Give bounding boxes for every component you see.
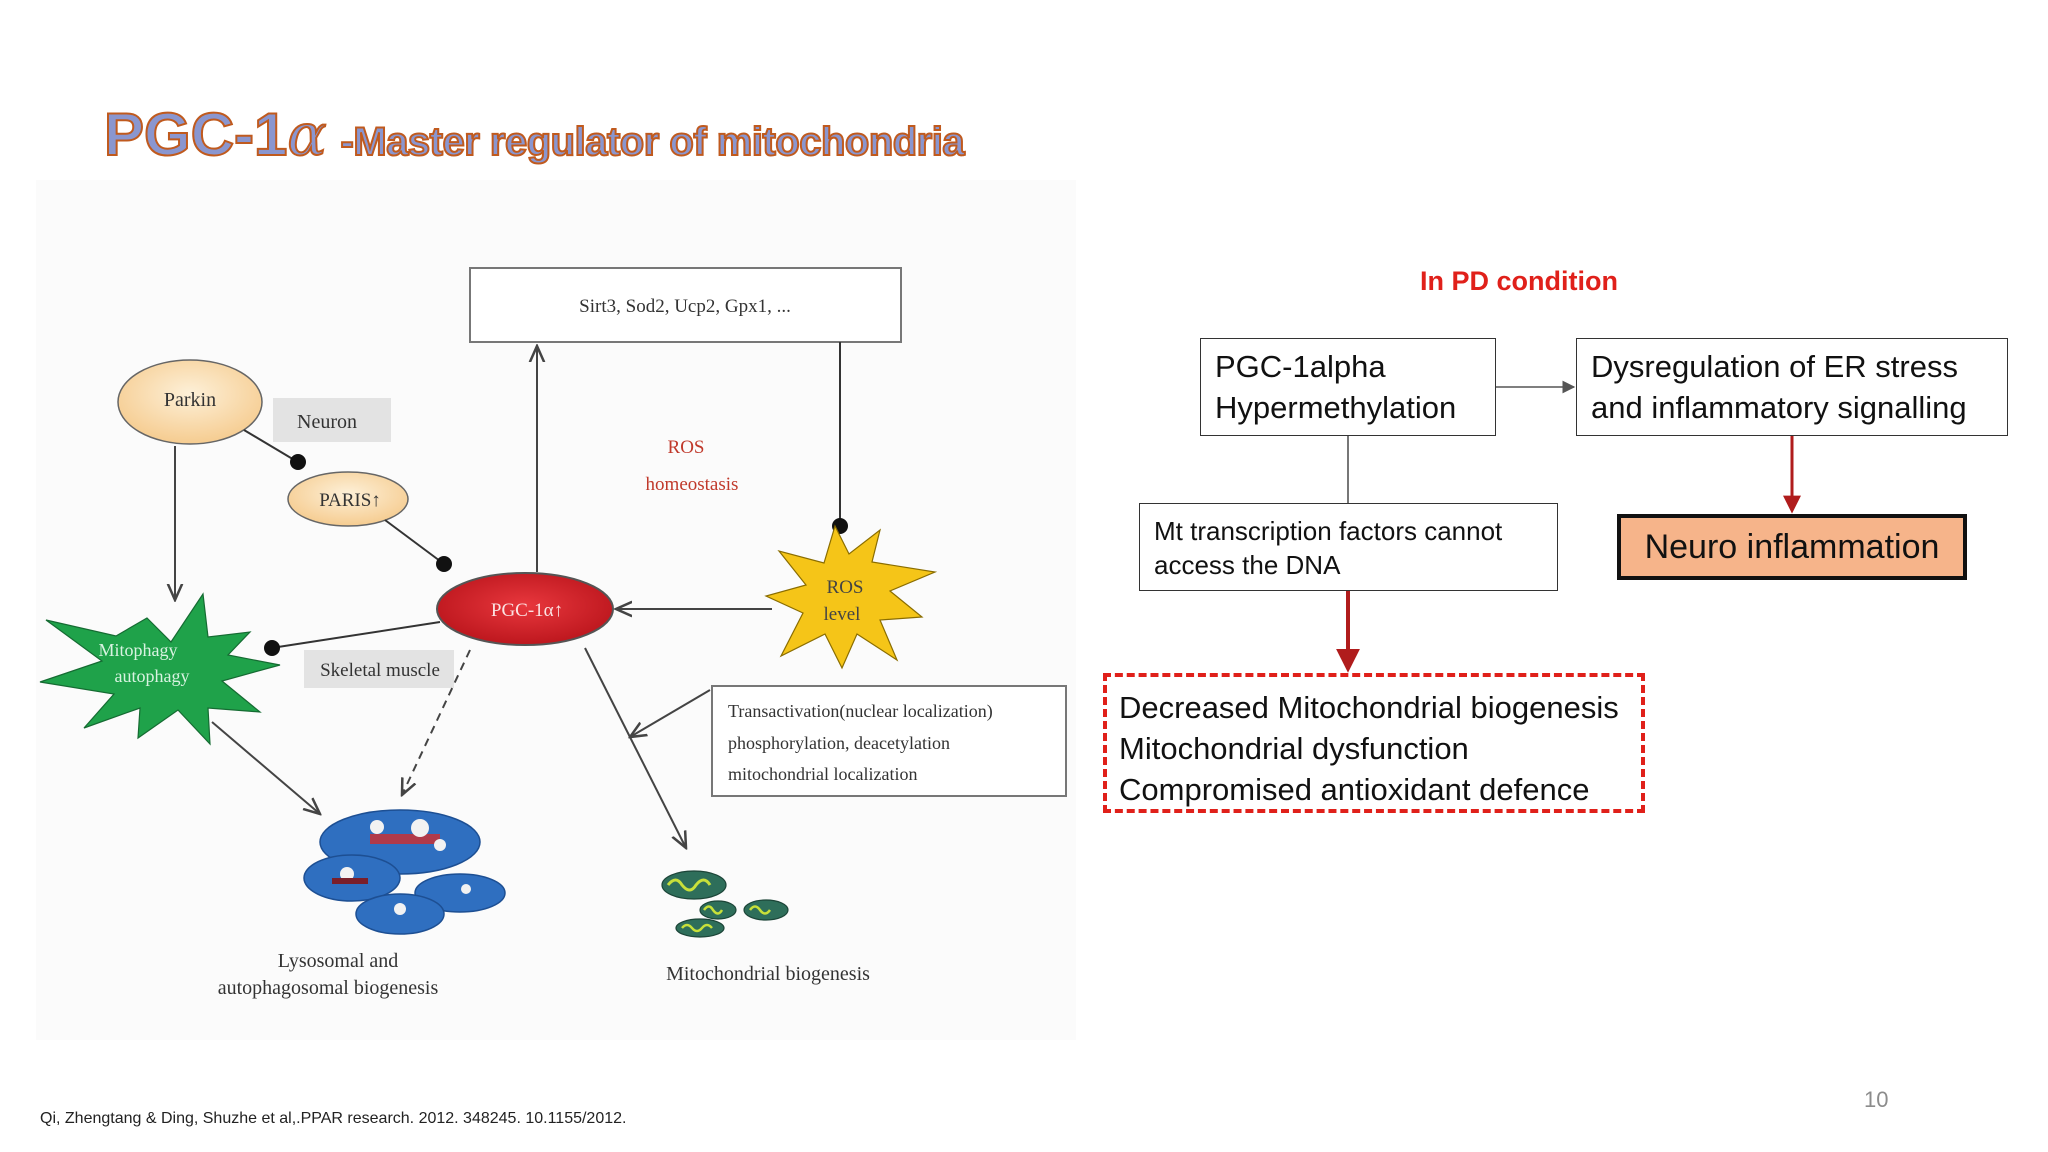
- pgc-hypermethylation-box: PGC-1alpha Hypermethylation: [1200, 338, 1496, 436]
- parkin-node: [117, 359, 263, 445]
- neuron-tag: [273, 398, 391, 442]
- slide-title: PGC-1α -Master regulator of mitochondria: [103, 100, 966, 170]
- paris-node: [287, 471, 409, 527]
- transactivation-line2: phosphorylation, deacetylation: [728, 733, 950, 753]
- mito-biogenesis-label: Mitochondrial biogenesis: [666, 963, 870, 985]
- mt-transcription-box: Mt transcription factors cannot access t…: [1139, 503, 1558, 591]
- box-line: Hypermethylation: [1215, 389, 1457, 425]
- lysosome-cluster: [303, 809, 506, 935]
- pgc1a-label: PGC-1α↑: [491, 600, 563, 621]
- mitophagy-line1: Mitophagy: [99, 640, 178, 660]
- title-main: PGC-1: [103, 100, 288, 169]
- ros-level-line2: level: [824, 604, 861, 625]
- decreased-biogenesis-box: Decreased Mitochondrial biogenesis Mitoc…: [1103, 673, 1645, 813]
- box-line: Dysregulation of ER stress: [1591, 349, 1958, 384]
- lysosomal-line2: autophagosomal biogenesis: [218, 977, 439, 999]
- mitophagy-starburst: [39, 592, 281, 746]
- box-line: PGC-1alpha: [1215, 349, 1386, 384]
- box-line: Mt transcription factors cannot: [1154, 516, 1503, 546]
- paris-label: PARIS↑: [319, 490, 381, 511]
- mitophagy-line2: autophagy: [115, 666, 190, 686]
- ros-level-starburst: [764, 524, 938, 670]
- inhibition-dot: [290, 454, 306, 470]
- box-line: access the DNA: [1154, 550, 1341, 581]
- inhibition-dot: [436, 556, 452, 572]
- skeletal-muscle-tag: [304, 650, 454, 688]
- targets-box: [469, 267, 902, 343]
- parkin-label: Parkin: [164, 389, 216, 411]
- ros-homeostasis-line1: ROS: [668, 437, 705, 458]
- skeletal-muscle-label: Skeletal muscle: [320, 660, 440, 681]
- mitochondria-cluster: [661, 870, 789, 938]
- inhibition-dot: [264, 640, 280, 656]
- er-stress-dysregulation-box: Dysregulation of ER stress and inflammat…: [1576, 338, 2008, 436]
- box-line: Decreased Mitochondrial biogenesis: [1119, 690, 1619, 725]
- transactivation-line1: Transactivation(nuclear localization): [728, 701, 993, 722]
- page-number: 10: [1864, 1087, 1889, 1112]
- transactivation-box: [711, 685, 1067, 797]
- ros-level-line1: ROS: [827, 577, 864, 598]
- title-alpha: α: [286, 100, 327, 170]
- box-line: and inflammatory signalling: [1591, 389, 1967, 425]
- box-line: Compromised antioxidant defence: [1119, 772, 1590, 808]
- neuro-inflammation-box: Neuro inflammation: [1617, 514, 1967, 580]
- neuron-label: Neuron: [297, 411, 357, 433]
- pd-condition-heading: In PD condition: [1420, 266, 1618, 296]
- pgc1a-node: [436, 572, 614, 646]
- citation: Qi, Zhengtang & Ding, Shuzhe et al,.PPAR…: [40, 1110, 627, 1127]
- targets-label: Sirt3, Sod2, Ucp2, Gpx1, ...: [579, 296, 791, 317]
- box-line: Mitochondrial dysfunction: [1119, 731, 1469, 767]
- ros-homeostasis-line2: homeostasis: [646, 474, 739, 495]
- transactivation-line3: mitochondrial localization: [728, 764, 917, 784]
- lysosomal-line1: Lysosomal and: [278, 950, 399, 972]
- title-subtitle: -Master regulator of mitochondria: [340, 119, 966, 165]
